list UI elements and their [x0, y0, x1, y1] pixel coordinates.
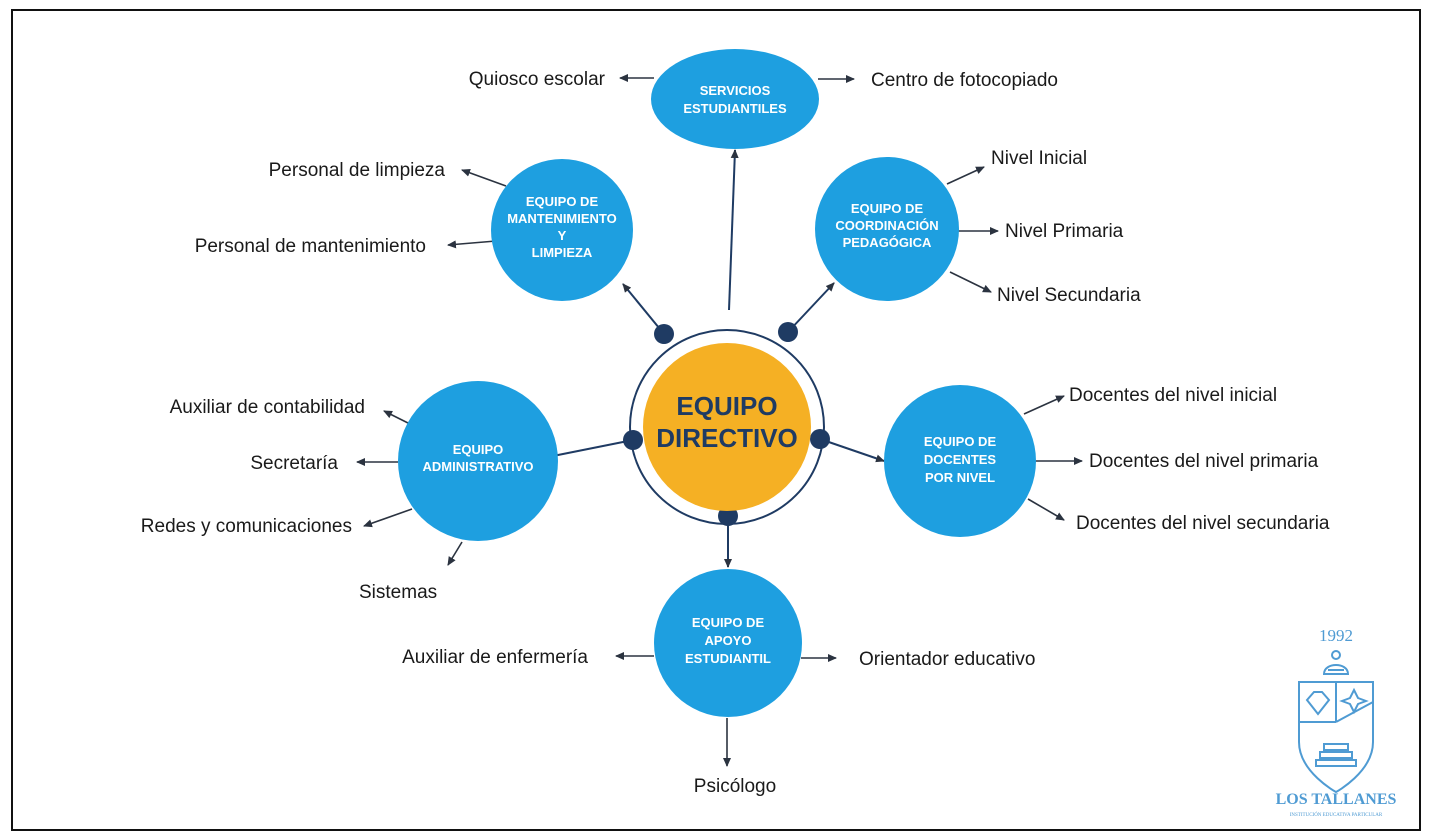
leaf-arrows [356, 74, 1083, 767]
team-node-administrativo: EQUIPO ADMINISTRATIVO [398, 381, 558, 541]
docentes-line-3: POR NIVEL [925, 470, 995, 485]
school-logo: 1992 LOS TALLANES INSTITUCIÓN EDUCATIVA … [1276, 626, 1397, 818]
leaf-nivel-secundaria: Nivel Secundaria [997, 285, 1141, 306]
leaf-secretaria: Secretaría [250, 453, 338, 474]
connector-servicios [728, 149, 739, 311]
connectors [547, 149, 885, 568]
connector-coordinacion [787, 282, 835, 333]
administrativo-line-1: EQUIPO [453, 442, 504, 457]
administrativo-line-2: ADMINISTRATIVO [423, 459, 534, 474]
leaf-sistemas: Sistemas [359, 582, 437, 603]
docentes-line-1: EQUIPO DE [924, 434, 997, 449]
docentes-line-2: DOCENTES [924, 452, 997, 467]
logo-name: LOS TALLANES [1276, 791, 1397, 808]
servicios-line-2: ESTUDIANTILES [683, 101, 787, 116]
crown-icon [1322, 650, 1350, 675]
diagram-frame: EQUIPO DIRECTIVO SERVICIOS ESTUDIANTILES… [11, 9, 1421, 831]
connector-mantenimiento [622, 283, 665, 335]
logo-subtitle: INSTITUCIÓN EDUCATIVA PARTICULAR [1290, 812, 1383, 818]
leaf-orientador: Orientador educativo [859, 649, 1035, 670]
leaf-labels: Quiosco escolar Centro de fotocopiado Pe… [141, 69, 1330, 797]
junction-dots [623, 322, 830, 526]
leaf-nivel-inicial: Nivel Inicial [991, 148, 1087, 169]
center-line-1: EQUIPO [676, 391, 777, 421]
mantenimiento-line-4: LIMPIEZA [532, 245, 593, 260]
org-diagram: EQUIPO DIRECTIVO SERVICIOS ESTUDIANTILES… [141, 49, 1397, 818]
apoyo-line-2: APOYO [705, 633, 752, 648]
leaf-redes: Redes y comunicaciones [141, 516, 352, 537]
connector-administrativo [547, 439, 634, 460]
mantenimiento-line-1: EQUIPO DE [526, 194, 599, 209]
mantenimiento-line-3: Y [558, 228, 567, 243]
leaf-mantenimiento: Personal de mantenimiento [195, 236, 426, 257]
leaf-limpieza: Personal de limpieza [269, 160, 446, 181]
apoyo-line-1: EQUIPO DE [692, 615, 765, 630]
team-node-docentes: EQUIPO DE DOCENTES POR NIVEL [884, 385, 1036, 537]
team-node-coordinacion: EQUIPO DE COORDINACIÓN PEDAGÓGICA [815, 157, 959, 301]
team-node-mantenimiento: EQUIPO DE MANTENIMIENTO Y LIMPIEZA [491, 159, 633, 301]
center-node: EQUIPO DIRECTIVO [643, 343, 811, 511]
coordinacion-line-3: PEDAGÓGICA [843, 235, 932, 250]
leaf-docentes-secundaria: Docentes del nivel secundaria [1076, 513, 1330, 534]
coordinacion-line-2: COORDINACIÓN [835, 218, 938, 233]
leaf-docentes-inicial: Docentes del nivel inicial [1069, 385, 1277, 406]
logo-year: 1992 [1319, 626, 1353, 645]
shield-icon [1298, 681, 1374, 794]
leaf-contabilidad: Auxiliar de contabilidad [170, 397, 365, 418]
leaf-docentes-primaria: Docentes del nivel primaria [1089, 451, 1319, 472]
coordinacion-line-1: EQUIPO DE [851, 201, 924, 216]
center-line-2: DIRECTIVO [656, 423, 798, 453]
leaf-nivel-primaria: Nivel Primaria [1005, 221, 1124, 242]
apoyo-line-3: ESTUDIANTIL [685, 651, 771, 666]
leaf-enfermeria: Auxiliar de enfermería [402, 647, 588, 668]
team-node-apoyo: EQUIPO DE APOYO ESTUDIANTIL [654, 569, 802, 717]
leaf-quiosco: Quiosco escolar [469, 69, 606, 90]
connector-docentes [819, 438, 885, 463]
servicios-line-1: SERVICIOS [700, 83, 771, 98]
mantenimiento-line-2: MANTENIMIENTO [507, 211, 617, 226]
leaf-psicologo: Psicólogo [694, 776, 776, 797]
team-node-servicios: SERVICIOS ESTUDIANTILES [651, 49, 819, 149]
leaf-fotocopiado: Centro de fotocopiado [871, 70, 1058, 91]
